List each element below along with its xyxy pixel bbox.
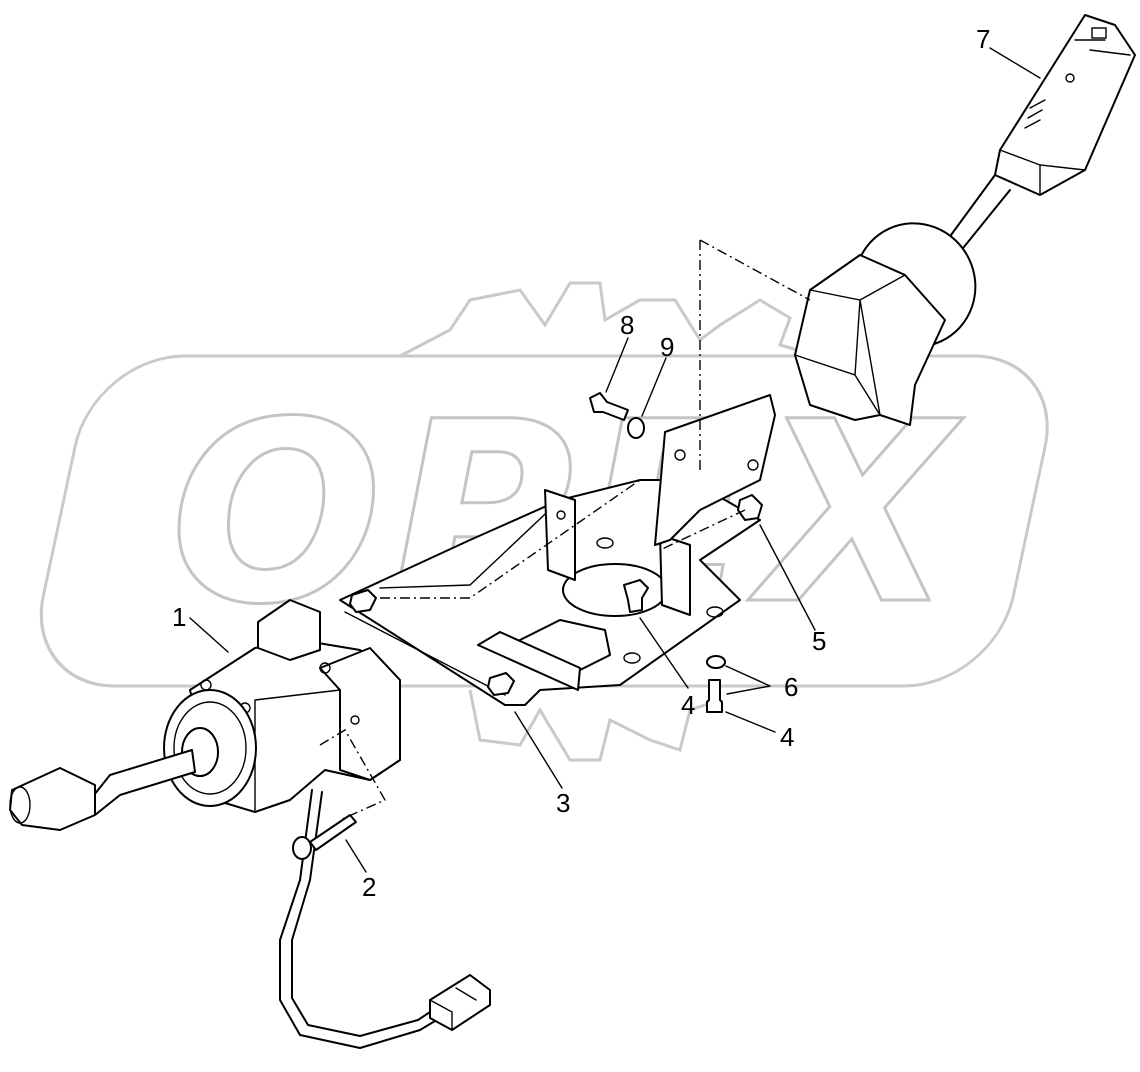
joystick-body-edges: [794, 274, 906, 416]
switch-face-ring: [173, 701, 247, 795]
assembly-lines: [319, 239, 811, 821]
assembly-line-screw: [319, 729, 386, 821]
joystick-body: [794, 254, 946, 426]
bolt-4-bottom: [706, 679, 723, 713]
leader-9: [641, 357, 667, 417]
screw-2-head: [292, 836, 312, 860]
leader-2: [345, 839, 367, 873]
switch-screw-4: [350, 715, 360, 725]
switch-cable-inner: [291, 791, 437, 1037]
assembly-line-nut: [659, 509, 746, 551]
bolt-8: [589, 392, 629, 421]
callout-8: 8: [620, 310, 634, 340]
watermark-gear-outline: [399, 281, 821, 358]
leader-3: [514, 711, 563, 789]
plate-inner-edge: [344, 499, 561, 696]
leader-6: [725, 665, 771, 695]
nut-5: [737, 494, 763, 521]
switch-cable: [279, 789, 441, 1049]
cable-connector-detail: [429, 987, 477, 1031]
switch-crank-knob-end: [9, 786, 31, 824]
plate-hole-bottom: [623, 652, 641, 664]
joystick-grip-symbol: [1024, 99, 1046, 129]
plate-hole-left: [596, 537, 614, 549]
leader-4a: [639, 617, 689, 689]
plate-center-hole: [562, 563, 668, 617]
callout-9: 9: [660, 332, 674, 362]
plate-upright-hole-1: [674, 449, 686, 461]
leader-4b: [725, 711, 776, 733]
leader-1: [189, 617, 229, 653]
callout-3: 3: [556, 788, 570, 818]
part-1-switch: [9, 599, 491, 1049]
plate-upright: [654, 394, 776, 546]
switch-top-block: [257, 599, 321, 661]
switch-crank-knob: [9, 767, 96, 831]
part-2-screw: [292, 814, 357, 860]
assembly-line-plate: [380, 479, 641, 599]
washer-6: [706, 655, 726, 669]
bolt-4-center: [623, 579, 649, 613]
leader-8: [605, 337, 629, 393]
callout-4-bottom: 4: [780, 722, 794, 752]
plate-bolt-front: [487, 672, 515, 696]
plate-bracket-left: [544, 489, 576, 581]
joystick-grip-marking: [1091, 27, 1107, 39]
callout-2: 2: [362, 872, 376, 902]
plate-hole-right: [706, 606, 724, 618]
leader-7: [989, 47, 1041, 79]
callout-4-center: 4: [681, 690, 695, 720]
leader-lines: [189, 47, 1041, 873]
plate-bolt-rear: [349, 589, 377, 613]
plate-bracket-left-hole: [556, 510, 566, 520]
assembly-line-joystick: [699, 239, 811, 470]
callout-1: 1: [172, 602, 186, 632]
screw-2-shank: [309, 814, 357, 851]
cable-connector: [429, 974, 491, 1031]
plate-strap: [477, 631, 581, 691]
watermark-gear-bottom: [468, 689, 721, 762]
joystick-grip-dot: [1065, 73, 1075, 83]
washer-9: [627, 417, 645, 439]
callout-7: 7: [976, 24, 990, 54]
switch-screw-2: [319, 662, 331, 674]
plate-upright-hole-2: [747, 459, 759, 471]
joystick-grip: [994, 14, 1136, 196]
fasteners: [589, 392, 763, 713]
joystick-grip-edge: [999, 39, 1131, 196]
callout-6: 6: [784, 672, 798, 702]
leader-5: [759, 524, 816, 631]
callouts: 1 2 3 4 4 5 6 7 8 9: [172, 24, 990, 902]
callout-5: 5: [812, 626, 826, 656]
plate-bracket-right: [659, 534, 691, 616]
part-7-joystick: [794, 14, 1136, 426]
